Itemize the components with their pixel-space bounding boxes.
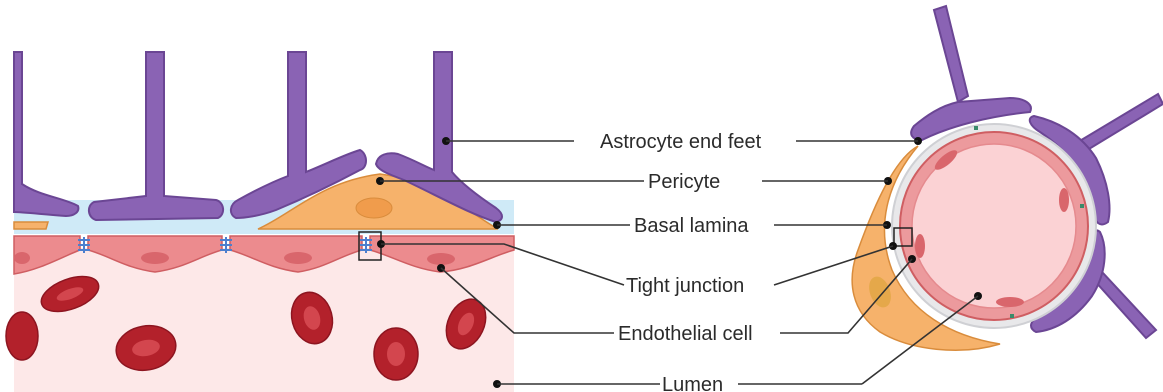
label-endothelial-cell: Endothelial cell bbox=[618, 323, 753, 345]
pericyte-nucleus bbox=[356, 198, 392, 218]
cross-section bbox=[852, 6, 1163, 350]
red-blood-cell bbox=[6, 312, 38, 360]
label-basal-lamina: Basal lamina bbox=[634, 215, 749, 237]
label-pericyte: Pericyte bbox=[648, 171, 720, 193]
label-lumen: Lumen bbox=[662, 374, 723, 392]
labels: Astrocyte end feet Pericyte Basal lamina… bbox=[600, 131, 762, 392]
pericyte-sliver bbox=[14, 222, 48, 229]
label-astrocyte-end-feet: Astrocyte end feet bbox=[600, 131, 762, 153]
longitudinal-section bbox=[6, 52, 514, 392]
label-tight-junction: Tight junction bbox=[626, 275, 744, 297]
